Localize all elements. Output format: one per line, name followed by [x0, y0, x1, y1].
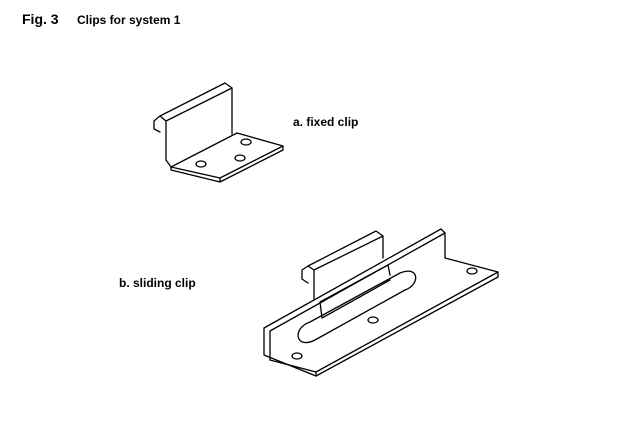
fixed-clip-hook — [153, 82, 233, 130]
fixed-clip-hole — [195, 160, 207, 168]
sliding-clip-slot — [297, 270, 417, 343]
fixed-clip-hole — [234, 154, 246, 162]
fixed-clip-hole — [240, 138, 252, 146]
sliding-clip-hole — [367, 316, 379, 324]
fixed-clip-base-plate — [170, 132, 284, 183]
sliding-clip-hole — [291, 352, 303, 360]
sliding-clip-hole — [466, 267, 478, 275]
figure-title: Clips for system 1 — [77, 13, 181, 27]
sliding-clip-hook — [301, 230, 384, 301]
fixed-clip-drawing — [153, 82, 284, 183]
figure-number: Fig. 3 — [22, 11, 59, 27]
sliding-clip-rail-base — [269, 232, 499, 377]
sliding-clip-label: b. sliding clip — [119, 276, 196, 290]
fixed-clip-label: a. fixed clip — [293, 115, 359, 129]
fixed-clip-vertical-flange — [153, 87, 233, 168]
sliding-clip-rail-flange — [263, 228, 446, 377]
sliding-clip-drawing — [263, 228, 499, 377]
sliding-clip-tongue — [319, 264, 391, 319]
